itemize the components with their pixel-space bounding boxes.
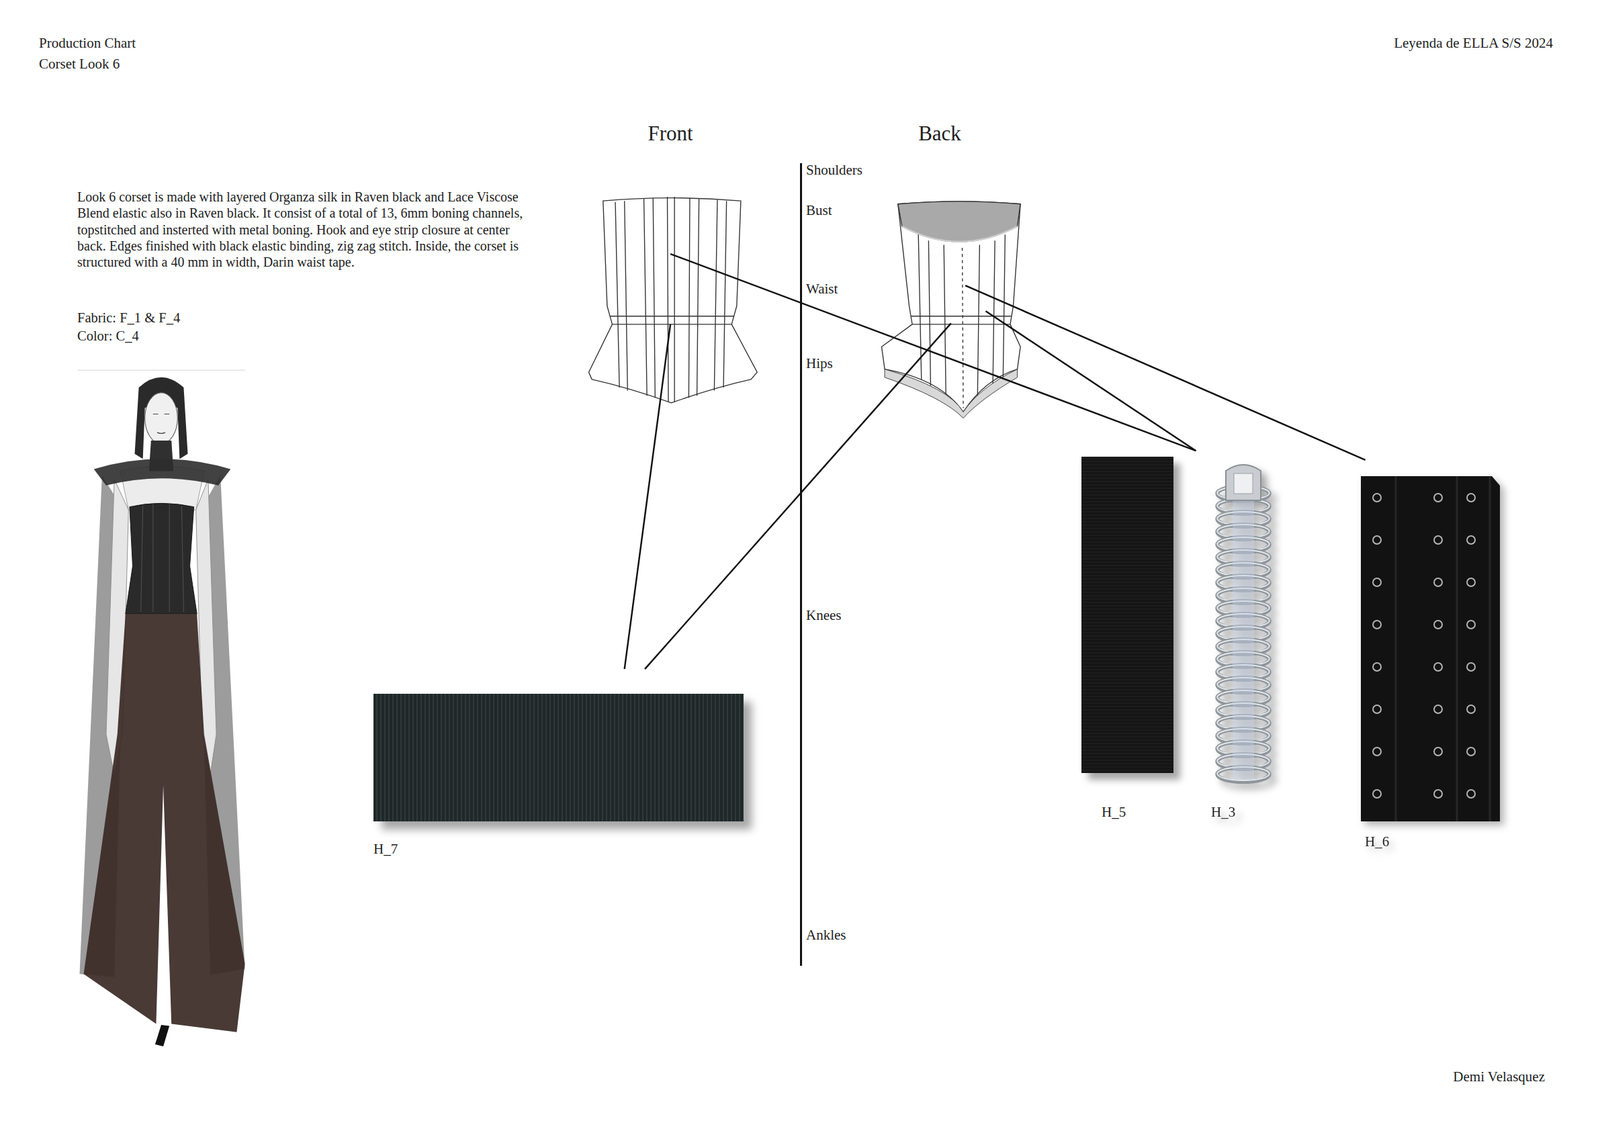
collection-name: Leyenda de ELLA S/S 2024 [1393, 34, 1553, 52]
body-mark: Knees [804, 607, 843, 625]
swatch-code: H_7 [373, 840, 398, 858]
spiral-steel-bone [1209, 461, 1278, 786]
fashion-illustration [79, 377, 245, 1047]
swatch-code: H_6 [1364, 833, 1390, 851]
swatch-code: H_3 [1211, 804, 1236, 821]
designer-name: Demi Velasquez [1452, 1068, 1545, 1086]
scale-axis [800, 163, 803, 966]
separator-line [77, 370, 245, 371]
material-swatch: H_7 [373, 693, 744, 822]
material-swatch: H_6 [1360, 476, 1500, 822]
page-heading: Production Chart [38, 34, 136, 52]
body-mark: Waist [804, 280, 840, 298]
body-mark: Bust [804, 202, 835, 219]
description-note: Look 6 corset is made with layered Organ… [77, 188, 524, 271]
body-mark: Hips [804, 355, 835, 373]
color-note: Color: C_4 [77, 327, 140, 345]
material-swatch: H_5 [1081, 456, 1174, 774]
body-mark: Shoulders [804, 161, 865, 179]
view-heading: Front [647, 120, 693, 146]
back-corset-flat [881, 201, 1021, 419]
swatch-code: H_5 [1101, 804, 1126, 821]
body-mark: Ankles [804, 926, 849, 944]
fabric-note: Fabric: F_1 & F_4 [77, 309, 181, 327]
front-corset-flat [589, 196, 758, 404]
material-swatch: H_3 [1209, 461, 1278, 786]
hook-eye-tape [1360, 476, 1500, 822]
leader-lines [624, 253, 1366, 670]
sub-heading: Corset Look 6 [38, 55, 120, 73]
view-heading: Back [918, 120, 962, 146]
